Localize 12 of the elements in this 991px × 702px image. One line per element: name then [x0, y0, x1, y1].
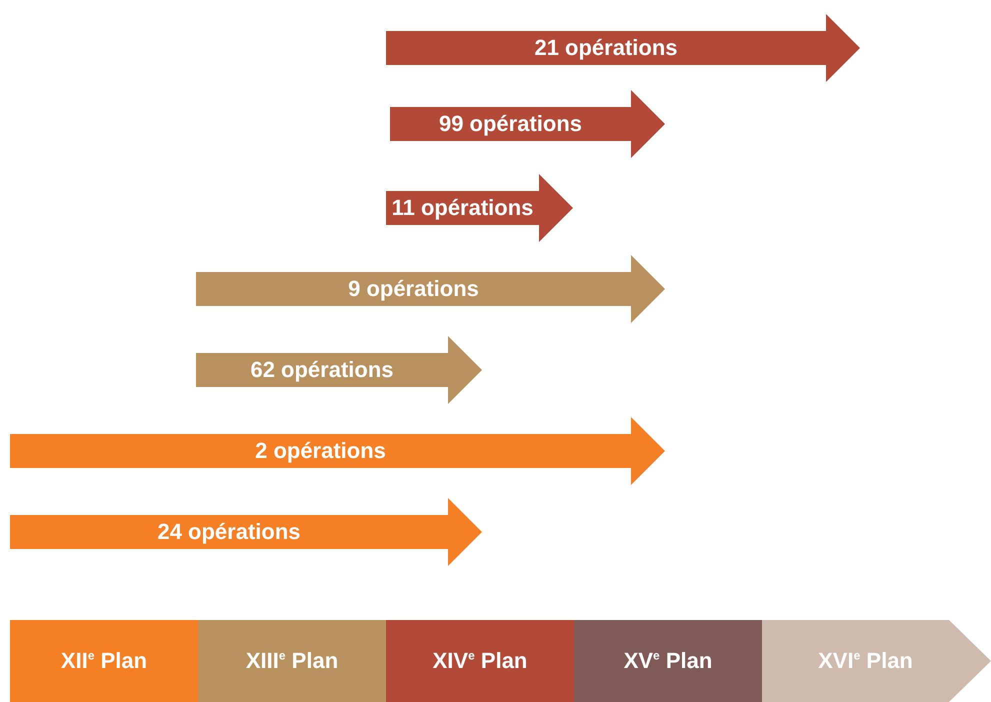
- bar-label: 24 opérations: [157, 519, 301, 545]
- bar-label: 99 opérations: [438, 111, 582, 137]
- bar-label: 62 opérations: [250, 357, 394, 383]
- bar-label: 9 opérations: [348, 276, 479, 302]
- bar-label: 11 opérations: [392, 195, 534, 221]
- period-label: XIV$^{e}$ Plan: [432, 648, 528, 674]
- period-label: XVI$^{e}$ Plan: [818, 648, 913, 674]
- bar-label: 2 opérations: [255, 438, 386, 464]
- bar-label: 21 opérations: [534, 35, 678, 61]
- period-label: XV$^{e}$ Plan: [624, 648, 712, 674]
- period-label: XIII$^{e}$ Plan: [246, 648, 338, 674]
- period-label: XII$^{e}$ Plan: [60, 648, 148, 674]
